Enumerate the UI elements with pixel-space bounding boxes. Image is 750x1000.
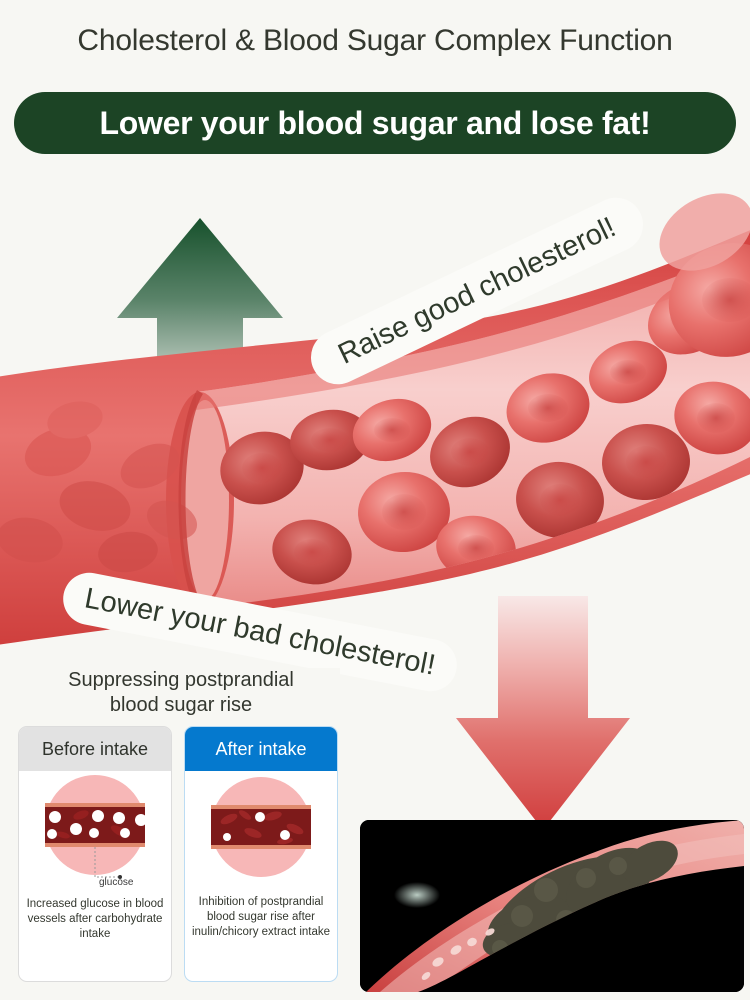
blood-vessel-graphic	[0, 193, 750, 645]
headline-banner: Lower your blood sugar and lose fat!	[14, 92, 736, 154]
down-arrow-shape	[456, 596, 630, 830]
panel-after-caption: Inhibition of postprandial blood sugar r…	[191, 896, 331, 939]
artery-plaque-photo	[360, 820, 744, 992]
page-title: Cholesterol & Blood Sugar Complex Functi…	[77, 24, 673, 57]
red-blood-cells	[220, 281, 750, 585]
panel-before-intake: Before intake	[18, 726, 172, 982]
comparison-heading: Suppressing postprandial blood sugar ris…	[22, 668, 340, 718]
panel-before-caption: Increased glucose in blood vessels after…	[26, 898, 164, 941]
panel-after-header: After intake	[185, 727, 337, 771]
comparison-panels: Before intake	[18, 726, 342, 984]
panel-after-figure	[185, 771, 337, 893]
glucose-annotation: glucose	[99, 877, 134, 888]
foreground-blood-cell	[659, 193, 750, 357]
comparison-heading-line1: Suppressing postprandial	[68, 669, 294, 691]
panel-after-intake: After intake	[184, 726, 338, 982]
panel-before-header: Before intake	[19, 727, 171, 771]
panel-before-title: Before intake	[41, 738, 149, 759]
comparison-heading-line2: blood sugar rise	[109, 694, 253, 716]
headline-banner-text: Lower your blood sugar and lose fat!	[99, 104, 651, 141]
panel-before-figure: glucose	[19, 771, 171, 893]
panel-after-title: After intake	[215, 738, 307, 759]
